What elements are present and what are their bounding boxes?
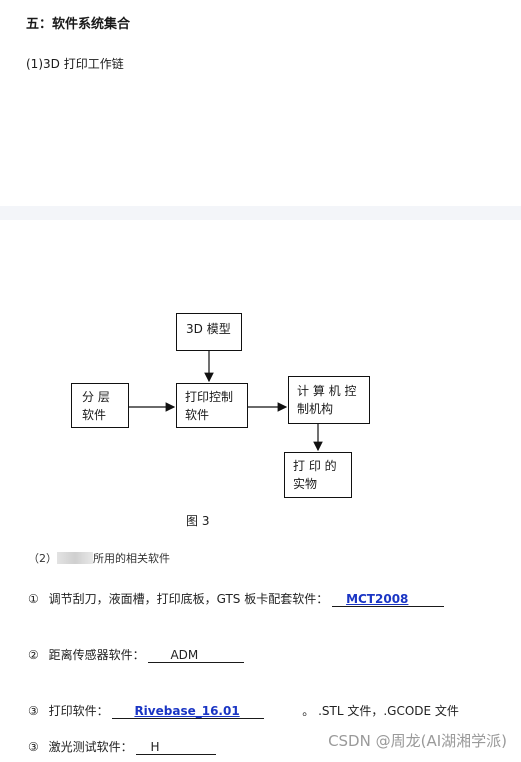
figure-caption: 图 3 — [186, 514, 210, 528]
diagram-box-label-line1: 打印控制 — [185, 390, 234, 404]
software-item: ① 调节刮刀，液面槽，打印底板，GTS 板卡配套软件： MCT2008 — [28, 590, 445, 607]
item-marker: ② — [28, 648, 39, 662]
diagram-box-label: 3D 模型 — [186, 322, 231, 336]
diagram-box-computer-control: 计 算 机 控 制机构 — [288, 376, 370, 424]
item-value: MCT2008 — [346, 592, 409, 606]
item-label: 调节刮刀，液面槽，打印底板，GTS 板卡配套软件： — [48, 592, 329, 606]
section-2-heading: （2） 所用的相关软件 — [28, 550, 170, 566]
diagram-box-slicing-software: 分 层 软件 — [71, 383, 129, 428]
software-item: ② 距离传感器软件： ADM — [28, 646, 245, 663]
diagram-box-printed-object: 打 印 的 实物 — [284, 452, 352, 498]
diagram-box-3d-model: 3D 模型 — [176, 313, 242, 351]
diagram-box-label-line1: 打 印 的 — [293, 459, 337, 473]
diagram-box-label-line2: 软件 — [185, 408, 210, 422]
item-label: 打印软件： — [48, 704, 109, 718]
section-2-prefix: （2） — [28, 552, 57, 565]
item-trailing-text: 。 .STL 文件，.GCODE 文件 — [302, 704, 459, 718]
item-value-field: H — [136, 740, 217, 755]
item-value-field: MCT2008 — [332, 592, 445, 607]
item-label: 距离传感器软件： — [48, 648, 145, 662]
item-value-field: Rivebase_16.01 — [112, 704, 265, 719]
watermark: CSDN @周龙(AI湖湘学派) — [328, 732, 507, 750]
diagram-box-print-control-software: 打印控制 软件 — [176, 383, 248, 428]
section-heading: 五：软件系统集合 — [26, 17, 131, 32]
section-2-suffix: 所用的相关软件 — [93, 552, 170, 565]
item-value: ADM — [170, 648, 199, 662]
software-item: ③ 打印软件： Rivebase_16.01 。 .STL 文件，.GCODE … — [28, 702, 459, 719]
redacted-text — [57, 552, 93, 564]
item-marker: ③ — [28, 740, 39, 754]
subsection-heading: (1)3D 打印工作链 — [26, 57, 124, 71]
software-item: ③ 激光测试软件： H — [28, 738, 217, 755]
diagram-box-label-line2: 制机构 — [297, 402, 334, 416]
item-marker: ③ — [28, 704, 39, 718]
diagram-box-label-line2: 实物 — [293, 477, 318, 491]
item-value: Rivebase_16.01 — [134, 704, 240, 718]
diagram-box-label-line1: 计 算 机 控 — [297, 384, 357, 398]
diagram-box-label-line2: 软件 — [82, 408, 107, 422]
item-value-field: ADM — [148, 648, 245, 663]
diagram-box-label-line1: 分 层 — [82, 390, 110, 404]
item-value: H — [150, 740, 160, 754]
page-divider-band — [0, 206, 521, 220]
item-label: 激光测试软件： — [48, 740, 133, 754]
item-marker: ① — [28, 592, 39, 606]
